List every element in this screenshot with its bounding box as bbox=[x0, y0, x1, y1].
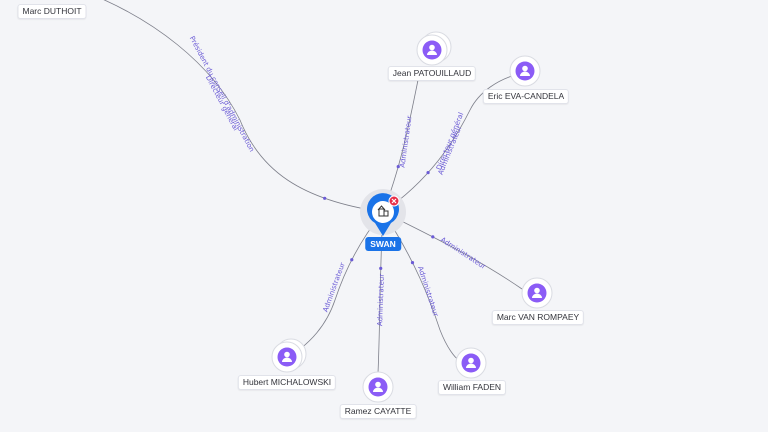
person-name-label[interactable]: William FADEN bbox=[437, 380, 507, 395]
person-node-hubert-michalowski[interactable] bbox=[271, 338, 307, 373]
person-name-label[interactable]: Hubert MICHALOWSKI bbox=[237, 375, 337, 390]
edge-arrow bbox=[379, 266, 383, 270]
person-node-eric-eva-candela[interactable] bbox=[509, 55, 541, 87]
person-icon-head bbox=[522, 65, 528, 72]
edge-arrow bbox=[350, 258, 354, 262]
person-name-label[interactable]: Eric EVA-CANDELA bbox=[482, 89, 570, 104]
edge-arrow bbox=[410, 260, 415, 265]
edge-arrow bbox=[323, 196, 327, 200]
edge-arrow bbox=[396, 165, 400, 169]
person-icon-body bbox=[373, 387, 383, 392]
edge-eric-eva-candela bbox=[382, 75, 513, 213]
person-icon-head bbox=[284, 351, 290, 358]
person-icon-head bbox=[534, 287, 540, 294]
person-icon-head bbox=[429, 44, 435, 51]
edge-role-label: Administrateur bbox=[376, 274, 386, 327]
person-name-label[interactable]: Jean PATOUILLAUD bbox=[387, 66, 477, 81]
person-node-jean-patouillaud[interactable] bbox=[416, 31, 452, 66]
edge-role-label: Administrateur bbox=[398, 115, 413, 168]
person-icon-head bbox=[375, 381, 381, 388]
edge-hubert-michalowski bbox=[298, 211, 384, 351]
company-node[interactable] bbox=[360, 189, 406, 236]
edge-role-label: Administrateur bbox=[321, 261, 346, 313]
person-node-william-faden[interactable] bbox=[455, 347, 487, 379]
edge-arrow bbox=[426, 171, 430, 175]
company-core bbox=[372, 201, 394, 223]
edge-role-label: Directeur général bbox=[204, 74, 240, 132]
person-icon-head bbox=[468, 357, 474, 364]
person-icon-body bbox=[520, 71, 530, 76]
person-name-label[interactable]: Ramez CAYATTE bbox=[339, 404, 417, 419]
person-node-ramez-cayatte[interactable] bbox=[362, 371, 394, 403]
person-node-marc-van-rompaey[interactable] bbox=[521, 277, 553, 309]
person-icon-body bbox=[282, 357, 292, 362]
person-icon-body bbox=[532, 293, 542, 298]
person-icon-body bbox=[466, 363, 476, 368]
edge-role-label: Administrateur bbox=[416, 265, 440, 317]
edge-arrow bbox=[431, 235, 435, 239]
person-name-label[interactable]: Marc DUTHOIT bbox=[17, 4, 87, 19]
person-icon-body bbox=[427, 50, 437, 55]
edge-marc-duthoit bbox=[103, 0, 384, 213]
close-icon bbox=[391, 198, 397, 204]
nodes-layer bbox=[271, 31, 553, 403]
edge-william-faden bbox=[382, 211, 460, 361]
person-name-label[interactable]: Marc VAN ROMPAEY bbox=[491, 310, 585, 325]
edges-layer: Président du conseil d'administrationDir… bbox=[103, 0, 523, 374]
edge-role-label: Administrateur bbox=[439, 236, 487, 271]
building-icon bbox=[377, 205, 389, 217]
company-name-label[interactable]: SWAN bbox=[365, 237, 401, 251]
